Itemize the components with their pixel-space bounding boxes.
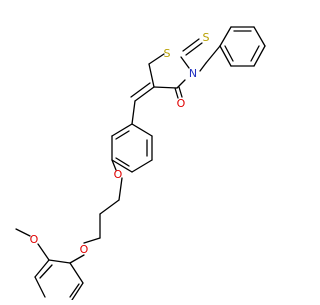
bonds (15, 26, 266, 301)
molecule-structure: S S N O O O O (15, 26, 266, 301)
atom-o-ether-2: O (80, 243, 89, 256)
atom-n: N (189, 67, 197, 80)
structure-canvas: S S N O O O O (15, 26, 266, 301)
atom-o-carbonyl: O (177, 97, 186, 110)
atom-labels: S S N O O O O (30, 31, 210, 256)
atom-o-ether-1: O (114, 168, 123, 181)
atom-s-ring: S (164, 47, 171, 60)
atom-o-methoxy: O (30, 233, 39, 246)
atom-s-thione: S (203, 31, 210, 44)
